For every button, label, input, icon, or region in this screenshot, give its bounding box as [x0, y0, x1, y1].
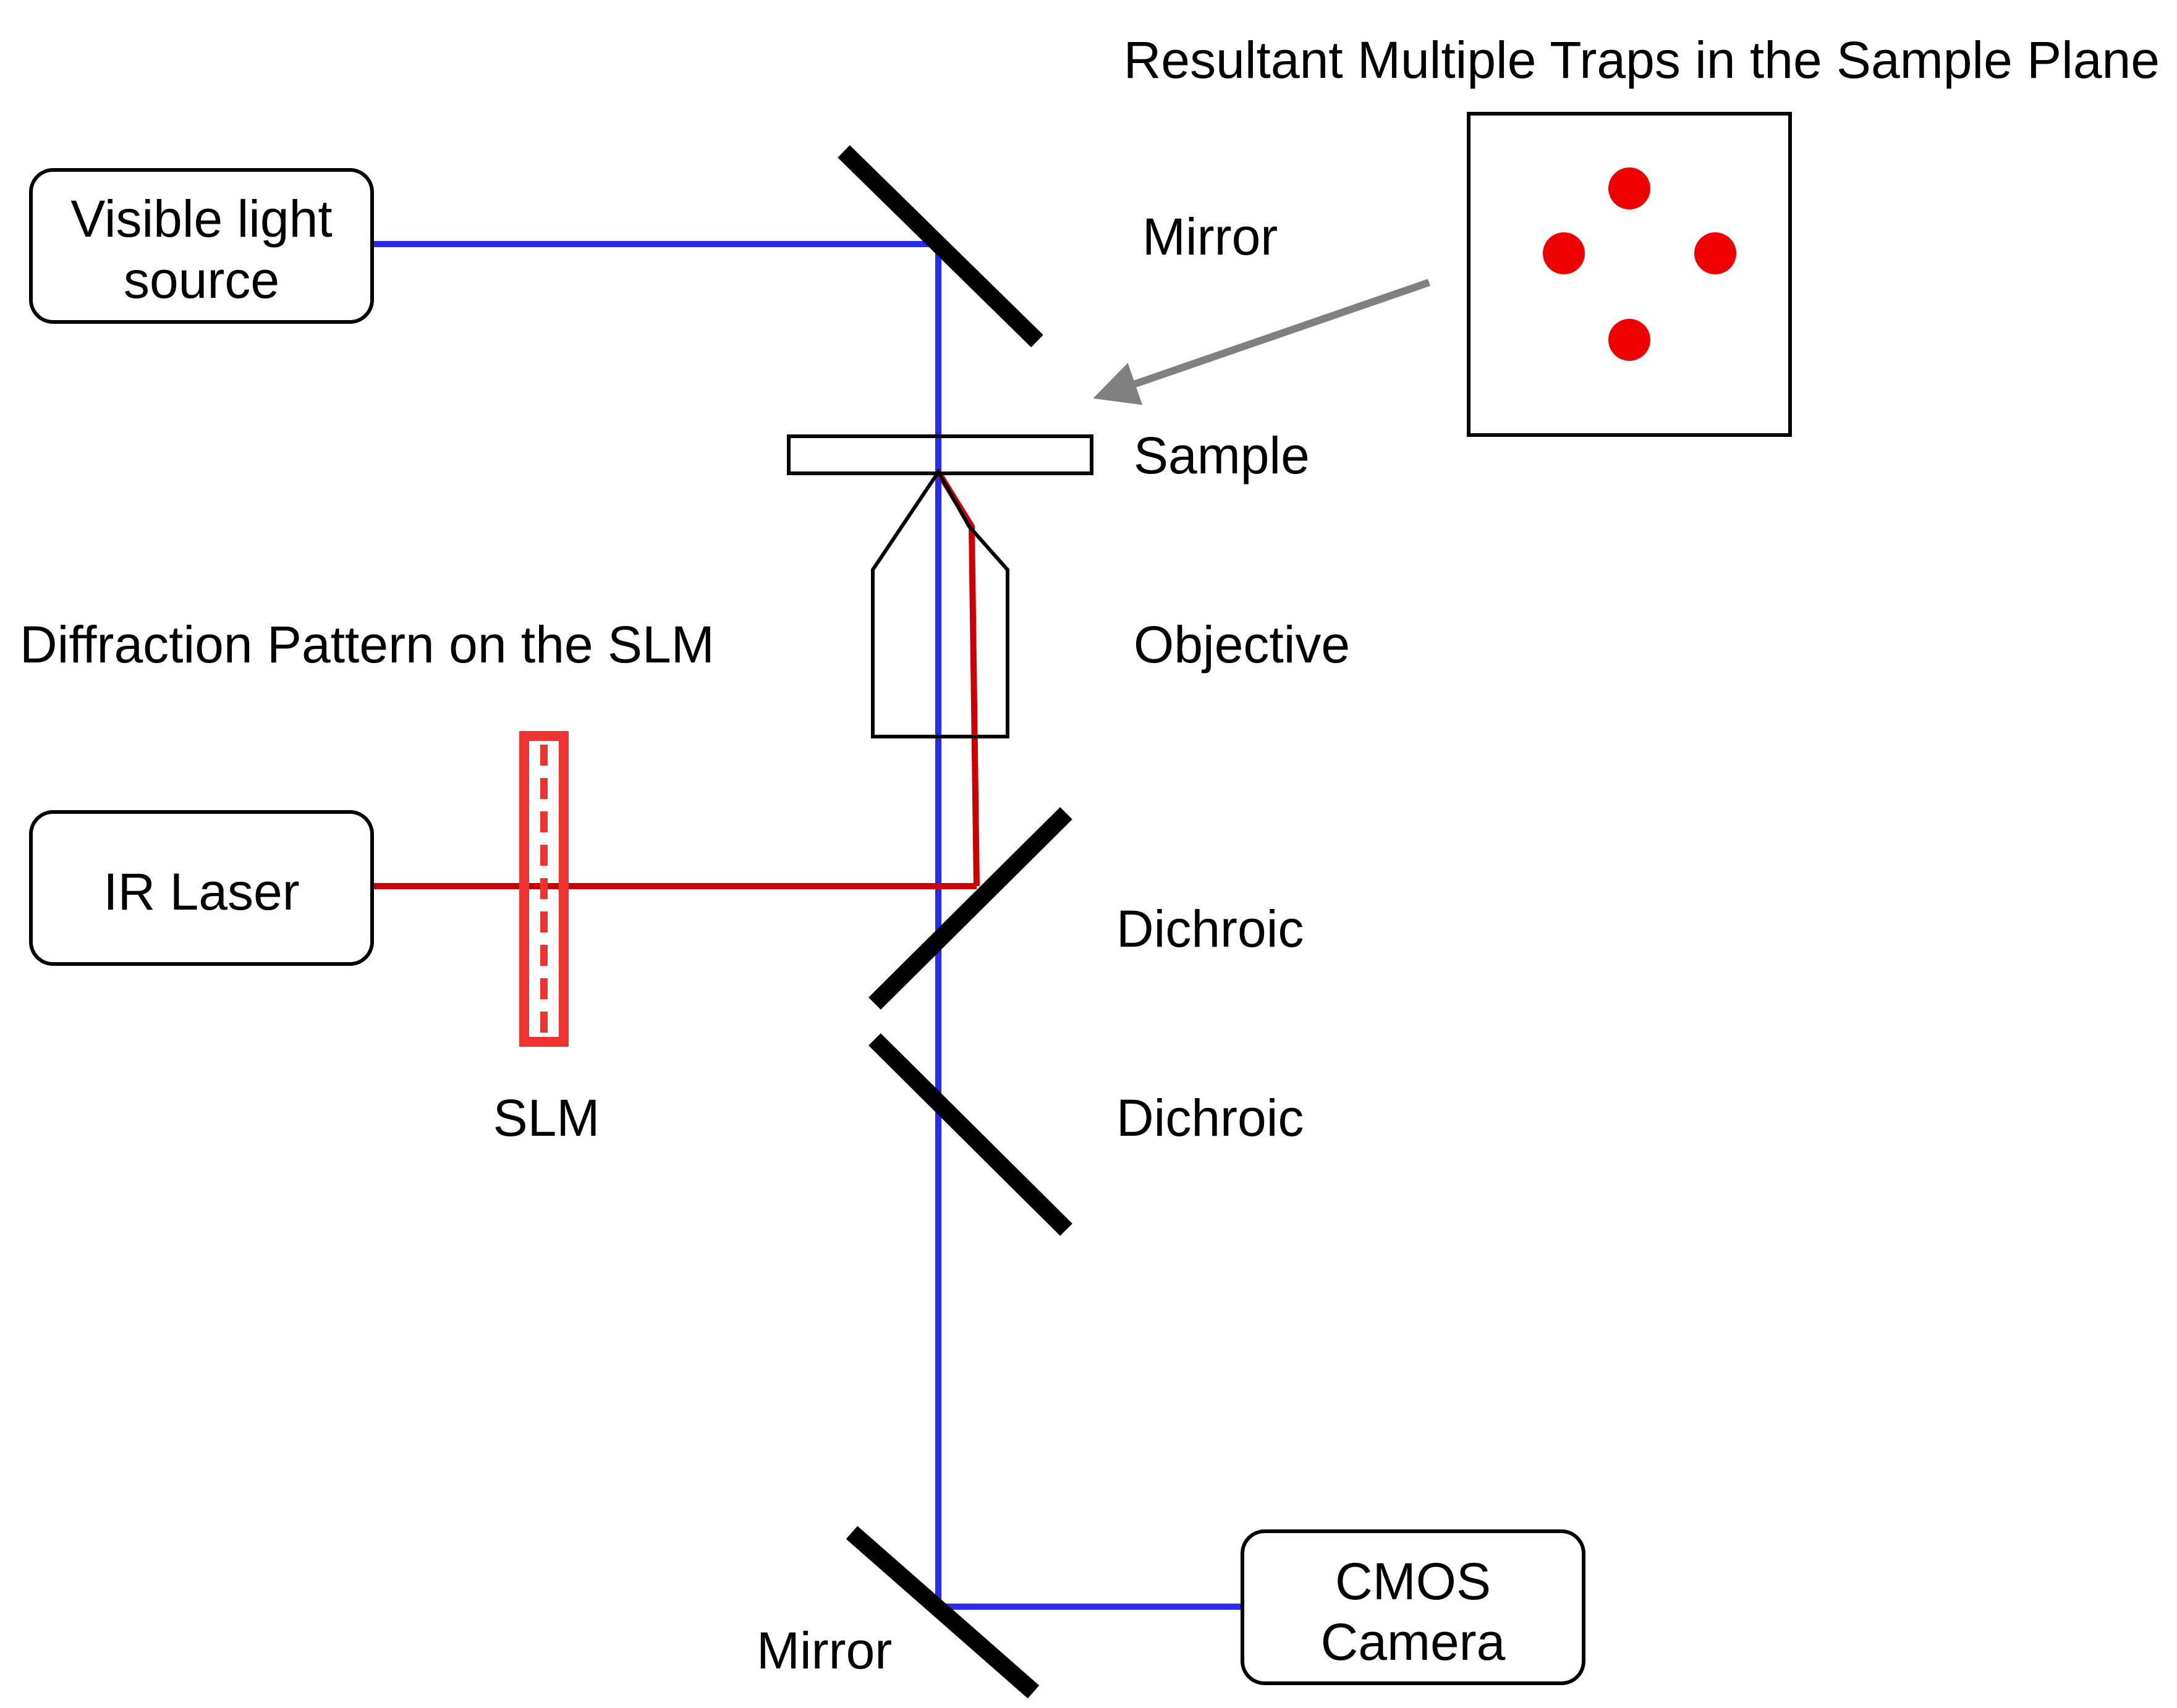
cmos-camera-label-line2: Camera	[1321, 1613, 1506, 1671]
trap-dot-right	[1694, 232, 1736, 274]
mirror-top-label: Mirror	[1142, 208, 1278, 266]
ir-beam-to-objective	[935, 470, 980, 887]
trap-dot-bottom	[1608, 319, 1650, 361]
trap-dot-top	[1608, 167, 1650, 209]
dichroic-lower	[868, 1033, 1072, 1236]
slm	[519, 731, 569, 1047]
sample-plane-traps-title: Resultant Multiple Traps in the Sample P…	[1124, 31, 2160, 89]
ir-beam-path	[372, 470, 980, 889]
dichroic-upper	[868, 807, 1072, 1010]
visible-light-source-label-line1: Visible light	[70, 190, 332, 248]
sample-label: Sample	[1134, 426, 1310, 484]
sample-plane-inset	[1467, 112, 1792, 437]
visible-light-source-label-line2: source	[124, 251, 279, 309]
slm-frame	[519, 731, 569, 1047]
cmos-camera-box	[1241, 1529, 1585, 1685]
ir-laser-box	[29, 810, 374, 966]
cmos-camera: CMOS Camera	[1241, 1529, 1585, 1685]
ir-laser-label: IR Laser	[103, 863, 299, 921]
mirror-bottom-label: Mirror	[757, 1621, 892, 1680]
mirror-bottom	[846, 1526, 1040, 1699]
sample-plane-box	[1467, 112, 1792, 437]
objective-label: Objective	[1134, 615, 1350, 674]
sample-pointer-arrow	[1093, 279, 1430, 405]
dichroic-upper-label: Dichroic	[1116, 900, 1304, 958]
mirror-top	[838, 145, 1043, 347]
visible-beam-path	[372, 241, 1242, 1610]
dichroic-lower-label: Dichroic	[1116, 1089, 1304, 1147]
slm-label: SLM	[493, 1089, 600, 1147]
trap-dot-left	[1543, 232, 1585, 274]
visible-light-source: Visible light source	[29, 168, 374, 324]
ir-laser: IR Laser	[29, 810, 374, 966]
diffraction-pattern-title: Diffraction Pattern on the SLM	[20, 615, 715, 674]
visible-light-source-box	[29, 168, 374, 324]
cmos-camera-label-line1: CMOS	[1335, 1552, 1491, 1610]
objective-lens	[871, 468, 1009, 738]
